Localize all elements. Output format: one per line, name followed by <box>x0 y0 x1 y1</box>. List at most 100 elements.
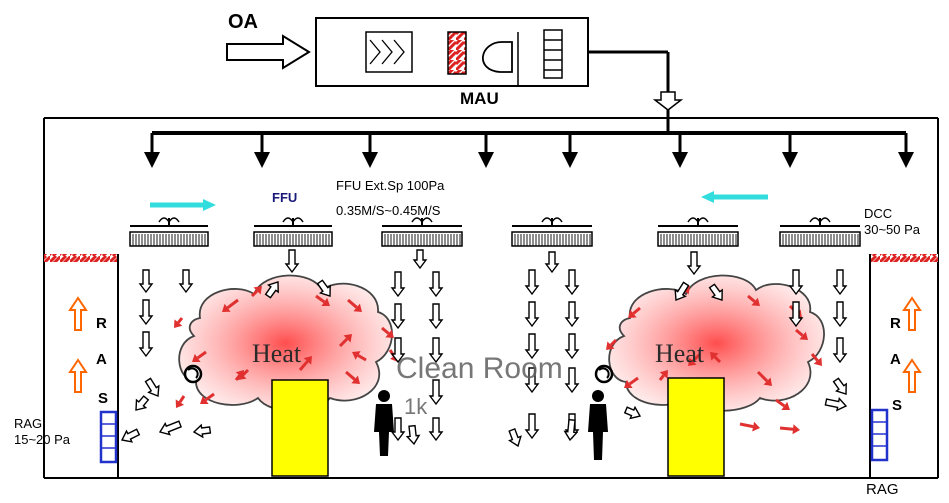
hot-air-arrow <box>352 351 367 362</box>
downflow-arrow <box>284 249 300 274</box>
hot-air-arrow <box>756 370 772 386</box>
left-return-wall <box>44 254 119 478</box>
ras-left-arrows <box>68 296 88 393</box>
hot-air-arrow <box>174 317 184 328</box>
ras-right-letter-s: S <box>892 397 902 414</box>
hot-air-arrow <box>222 298 239 312</box>
ffu-unit <box>381 217 463 247</box>
ras-left-letter-r: R <box>96 315 107 332</box>
downflow-arrow <box>138 331 154 358</box>
supply-drop-arrow <box>144 133 160 168</box>
downflow-arrow <box>564 301 580 328</box>
downflow-arrow <box>178 269 194 294</box>
downflow-arrow <box>390 303 406 330</box>
dcc-label-line2: 30~50 Pa <box>864 222 921 237</box>
hot-air-arrow <box>250 286 262 298</box>
hot-air-arrow <box>298 356 312 371</box>
ffu-unit <box>779 217 861 247</box>
hot-air-arrow <box>624 376 639 388</box>
hot-air-arrow <box>658 370 668 381</box>
downflow-arrow <box>428 417 444 442</box>
downflow-arrow <box>674 281 690 301</box>
downflow-arrow <box>428 271 444 298</box>
cyan-airflow-arrow-right <box>701 191 768 203</box>
hot-air-arrow <box>795 328 808 340</box>
rag-left-label: RAG <box>14 416 42 431</box>
ras-left-letter-a: A <box>96 351 107 368</box>
hot-air-arrow <box>175 395 186 408</box>
exhaust-fan-icon-left <box>183 364 203 384</box>
downflow-arrow <box>120 428 141 443</box>
mau-filter-icon <box>365 31 413 73</box>
downflow-arrow <box>390 271 406 298</box>
ras-right-letter-a: A <box>890 351 901 368</box>
downflow-arrow <box>788 269 804 296</box>
hot-air-arrow <box>381 326 394 338</box>
dcc-label-line1: DCC <box>864 206 892 221</box>
downflow-arrow <box>564 333 580 360</box>
hot-air-arrow <box>192 350 207 362</box>
downflow-arrow <box>508 427 522 448</box>
downflow-arrow <box>832 269 848 296</box>
hot-air-arrow <box>775 398 790 410</box>
hot-air-arrow <box>338 334 352 348</box>
downflow-arrow <box>135 395 150 411</box>
ras-right-arrows <box>902 296 922 393</box>
downflow-arrow <box>428 303 444 330</box>
hot-air-arrow <box>347 298 362 312</box>
hot-air-arrow <box>345 370 360 384</box>
downflow-arrow <box>832 301 848 328</box>
hot-air-arrow <box>688 352 702 366</box>
downflow-arrow <box>686 251 702 276</box>
downflow-arrow <box>824 396 848 412</box>
hot-air-arrow <box>739 421 760 432</box>
downflow-arrow <box>264 281 279 299</box>
downflow-arrow <box>412 249 428 270</box>
person-icon-left <box>374 390 394 456</box>
downflow-arrow <box>563 418 579 442</box>
clean-room-label: Clean Room <box>396 352 563 385</box>
process-equipment-left <box>271 379 329 477</box>
heat-cloud-left <box>178 274 393 412</box>
oa-label: OA <box>228 11 258 33</box>
hot-air-arrow <box>238 368 250 380</box>
downflow-arrows <box>120 249 848 448</box>
supply-drop-arrow <box>478 133 494 168</box>
downflow-arrow <box>138 299 154 326</box>
hot-air-arrow <box>747 294 760 306</box>
downflow-arrow <box>524 367 540 394</box>
right-return-wall <box>869 254 938 478</box>
ffu-unit <box>511 217 593 247</box>
downflow-arrow <box>390 337 406 364</box>
ras-right-letter-r: R <box>890 315 901 332</box>
downflow-arrow <box>428 379 444 406</box>
ras-left-letter-s: S <box>98 390 108 407</box>
supply-drop-arrow <box>898 133 914 168</box>
ffu-unit <box>657 217 739 247</box>
rag-left-pressure-label: 15~20 Pa <box>14 432 71 447</box>
supply-drops <box>144 133 914 168</box>
hot-air-arrow <box>810 353 822 366</box>
supply-drop-arrow <box>562 133 578 168</box>
supply-drop-arrow <box>254 133 270 168</box>
ffu-spec-line2: 0.35M/S~0.45M/S <box>336 203 441 218</box>
clean-room-class-label: 1k <box>404 394 428 419</box>
downflow-arrow <box>428 337 444 364</box>
hot-air-arrow <box>628 306 641 318</box>
downflow-arrow <box>390 417 406 442</box>
mau-unit <box>315 17 589 87</box>
supply-drop-arrow <box>362 133 378 168</box>
downflow-arrow <box>524 269 540 296</box>
ffu-unit <box>129 217 209 247</box>
heat-label-left: Heat <box>252 339 302 368</box>
hot-air-arrow <box>200 392 215 404</box>
downflow-arrow <box>832 377 847 395</box>
downflow-arrow <box>192 423 212 439</box>
rag-grille-left <box>99 410 118 464</box>
hot-air-arrow <box>710 352 722 364</box>
hot-air-arrow <box>315 294 330 306</box>
rag-right-label: RAG <box>866 481 899 498</box>
mau-fan-icon <box>482 32 519 86</box>
mau-damper-icon <box>543 29 563 79</box>
